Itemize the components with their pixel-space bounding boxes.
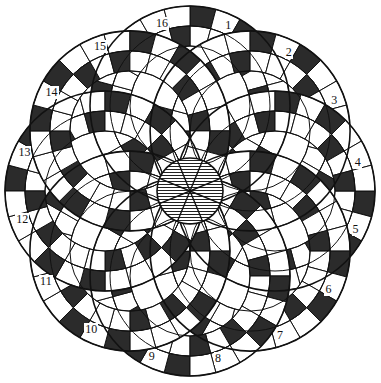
cell-number: 5 (352, 223, 360, 236)
board-cell (249, 91, 275, 114)
ring-outline (45, 131, 165, 251)
cell-number: 3 (330, 94, 338, 107)
board-cell (105, 249, 126, 271)
board-cell (327, 225, 350, 251)
ring-outline (130, 216, 250, 336)
cell-number: 4 (354, 156, 362, 169)
cell-number: 2 (285, 46, 293, 59)
board-cell (254, 111, 275, 133)
board-cell (308, 230, 330, 251)
cell-number: 9 (148, 350, 156, 363)
board-cell (224, 31, 250, 54)
cell-number: 15 (93, 40, 107, 53)
board-cell (84, 111, 105, 133)
board-cell (30, 131, 53, 157)
cell-number: 14 (45, 86, 59, 99)
board-cell (79, 91, 105, 114)
board-cell (73, 294, 100, 321)
board-cell (293, 281, 320, 308)
board-cell (248, 255, 270, 276)
ring-outline (30, 151, 230, 351)
ring-outline (150, 151, 350, 351)
cell-number: 13 (17, 146, 31, 159)
hub-spoke (160, 191, 190, 204)
cell-number: 10 (84, 323, 98, 336)
board-cell (50, 131, 72, 152)
cell-number: 8 (214, 352, 222, 365)
board-cell (190, 353, 216, 376)
hub-spoke (190, 191, 203, 221)
board-cell (280, 62, 307, 89)
board-cell (109, 51, 130, 73)
ring-outline (130, 46, 250, 166)
board-cell (130, 328, 156, 351)
board-cell (130, 309, 151, 331)
cell-number: 7 (276, 329, 284, 342)
ring-outline (150, 31, 350, 231)
board-cell (105, 268, 131, 291)
board-cell (229, 51, 250, 73)
cell-number: 6 (324, 283, 332, 296)
hub-spoke (177, 161, 190, 191)
ring-outline (30, 31, 230, 231)
board-cell (61, 74, 88, 101)
hatched-hub (157, 158, 223, 224)
ring-outline (215, 131, 335, 251)
cell-number: 12 (15, 213, 29, 226)
hub-spoke (190, 178, 220, 191)
cell-number: 11 (39, 275, 53, 288)
cell-number: 16 (155, 17, 169, 30)
cell-number: 1 (224, 19, 232, 32)
board-cell (267, 250, 290, 276)
